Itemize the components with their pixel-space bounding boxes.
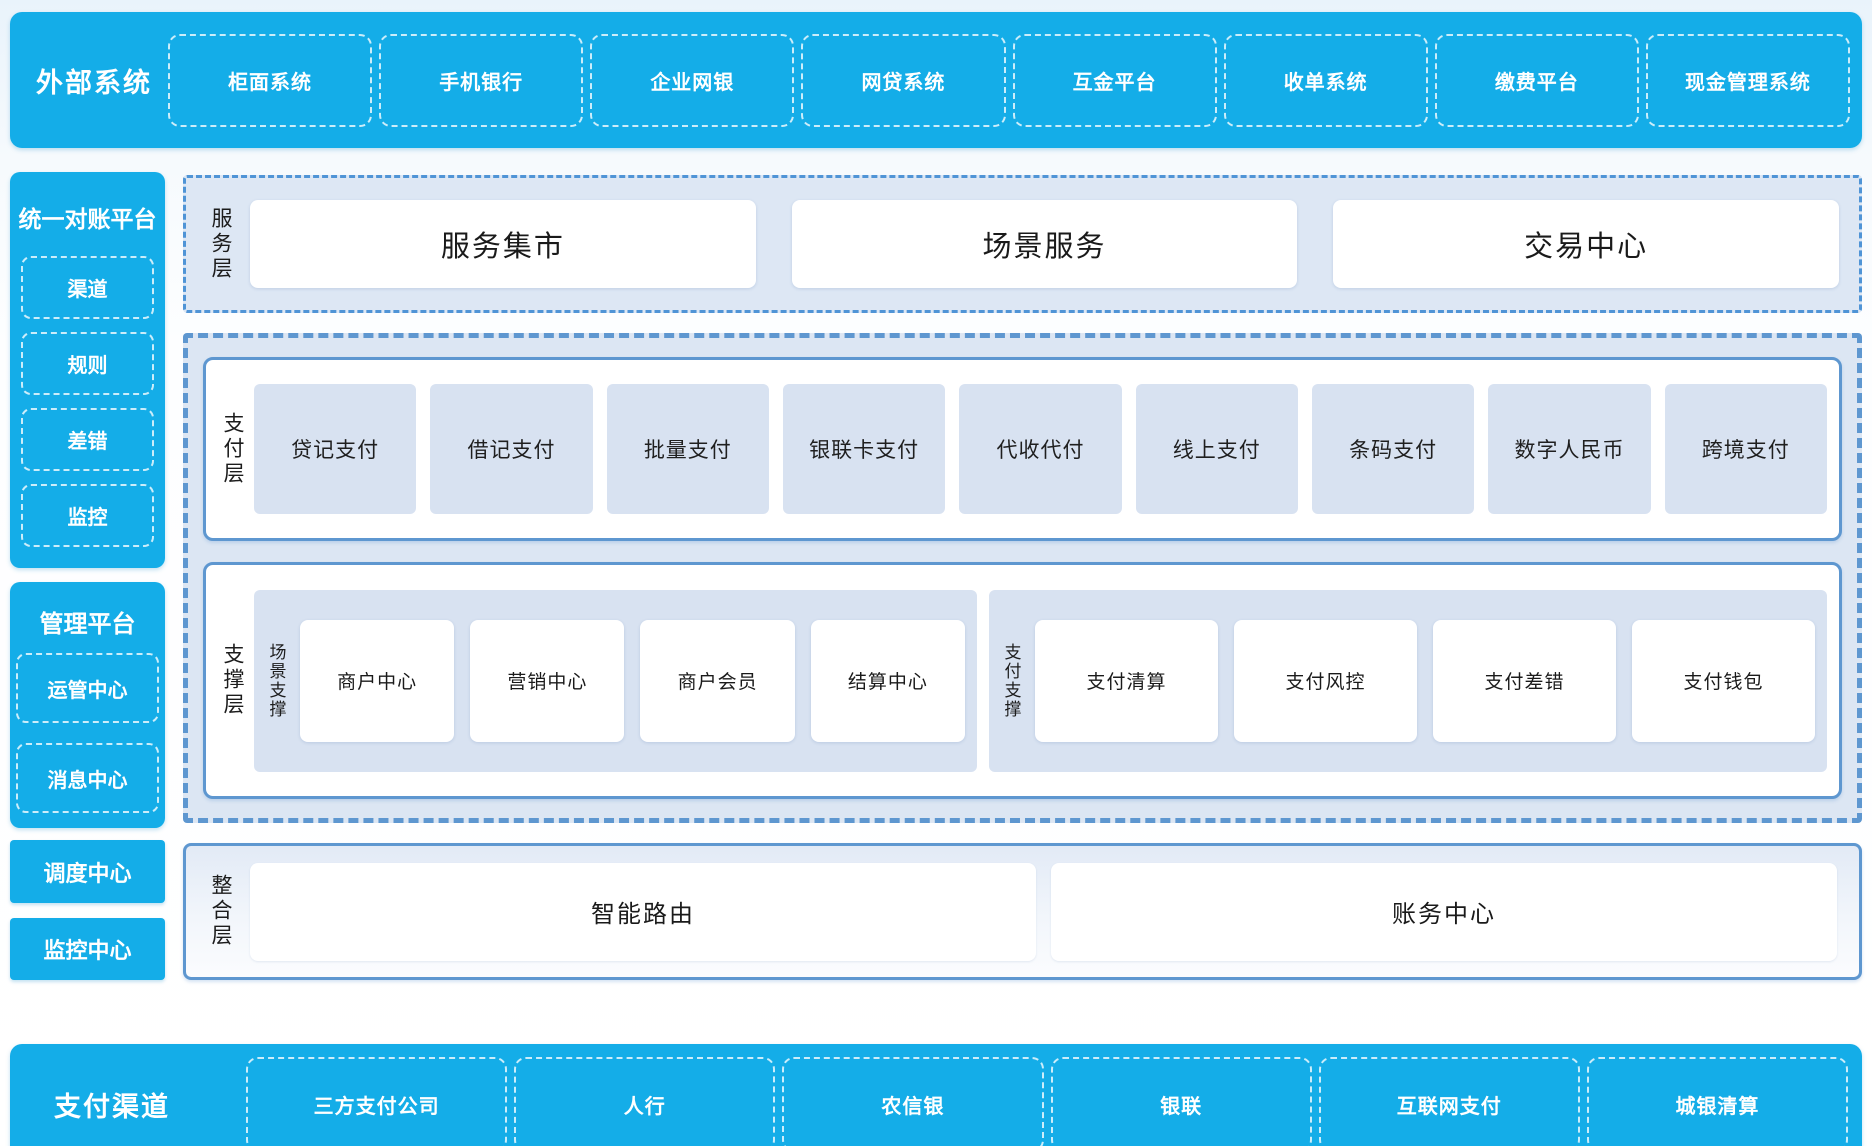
payment-cell: 数字人民币 xyxy=(1488,384,1651,515)
reconciliation-items: 渠道 规则 差错 监控 xyxy=(10,256,165,547)
integration-layer-label: 整合层 xyxy=(209,874,232,949)
external-system-item: 企业网银 xyxy=(590,33,795,127)
payment-channel-item: 城银清算 xyxy=(1586,1057,1849,1146)
payment-layer: 支付层 贷记支付 借记支付 批量支付 银联卡支付 代收代付 线上支付 条码支付 … xyxy=(203,357,1842,542)
reconciliation-item: 差错 xyxy=(21,408,154,471)
payment-channel-item: 人行 xyxy=(514,1057,776,1146)
payment-cell: 跨境支付 xyxy=(1664,384,1827,515)
service-cell: 场景服务 xyxy=(791,200,1298,288)
support-cell: 结算中心 xyxy=(810,619,965,742)
payment-cell: 线上支付 xyxy=(1135,384,1298,515)
management-platform-panel: 管理平台 运管中心 消息中心 xyxy=(10,582,165,828)
management-item: 消息中心 xyxy=(16,743,159,813)
scene-support-label: 场景支撑 xyxy=(266,642,286,719)
payment-channels-items: 三方支付公司 人行 农信银 银联 互联网支付 城银清算 xyxy=(246,1057,1849,1146)
diagram-body: 统一对账平台 渠道 规则 差错 监控 管理平台 运管中心 消息中心 调度中心 监… xyxy=(10,148,1862,1012)
service-layer-cells: 服务集市 场景服务 交易中心 xyxy=(250,200,1840,288)
external-systems-title: 外部系统 xyxy=(36,67,152,98)
support-layer-label: 支撑层 xyxy=(221,643,244,719)
external-system-item: 网贷系统 xyxy=(801,33,1006,127)
support-cell: 商户中心 xyxy=(300,619,455,742)
payment-layer-cells: 贷记支付 借记支付 批量支付 银联卡支付 代收代付 线上支付 条码支付 数字人民… xyxy=(254,384,1827,515)
scene-support-group: 场景支撑 商户中心 营销中心 商户会员 结算中心 xyxy=(254,589,977,772)
service-layer-label: 服务层 xyxy=(209,206,232,282)
payment-cell: 借记支付 xyxy=(430,384,593,515)
support-cell: 商户会员 xyxy=(640,619,795,742)
integration-cell: 智能路由 xyxy=(250,862,1036,961)
reconciliation-item: 渠道 xyxy=(21,256,154,319)
service-cell: 服务集市 xyxy=(250,200,756,288)
payment-channels-title: 支付渠道 xyxy=(54,1092,170,1122)
payment-support-label: 支付支撑 xyxy=(1001,642,1021,719)
layers-column: 服务层 服务集市 场景服务 交易中心 支付层 贷记支付 借记支付 批量支付 银联… xyxy=(183,148,1862,1012)
payment-layer-label: 支付层 xyxy=(221,411,244,487)
external-system-item: 手机银行 xyxy=(379,33,584,127)
external-systems-banner: 外部系统 柜面系统 手机银行 企业网银 网贷系统 互金平台 收单系统 缴费平台 … xyxy=(10,12,1862,148)
reconciliation-item: 规则 xyxy=(21,332,154,395)
support-cell: 支付清算 xyxy=(1034,619,1218,742)
external-system-item: 互金平台 xyxy=(1012,33,1217,127)
payment-support-container: 支付层 贷记支付 借记支付 批量支付 银联卡支付 代收代付 线上支付 条码支付 … xyxy=(183,333,1862,823)
external-system-item: 缴费平台 xyxy=(1434,33,1639,127)
payment-cell: 代收代付 xyxy=(959,384,1122,515)
scene-support-cells: 商户中心 营销中心 商户会员 结算中心 xyxy=(300,619,965,742)
dispatch-center-block: 调度中心 xyxy=(10,840,165,903)
payment-cell: 贷记支付 xyxy=(254,384,417,515)
support-layer-groups: 场景支撑 商户中心 营销中心 商户会员 结算中心 支付支撑 支付清算 xyxy=(254,589,1827,772)
support-cell: 支付钱包 xyxy=(1632,619,1816,742)
reconciliation-platform-title: 统一对账平台 xyxy=(18,206,157,232)
external-system-item: 收单系统 xyxy=(1223,33,1428,127)
management-item: 运管中心 xyxy=(16,653,159,723)
service-cell: 交易中心 xyxy=(1333,200,1840,288)
payment-support-group: 支付支撑 支付清算 支付风控 支付差错 支付钱包 xyxy=(988,589,1827,772)
reconciliation-item: 监控 xyxy=(21,484,154,547)
payment-support-cells: 支付清算 支付风控 支付差错 支付钱包 xyxy=(1034,619,1816,742)
external-system-item: 现金管理系统 xyxy=(1645,33,1850,127)
payment-cell: 条码支付 xyxy=(1311,384,1475,515)
payment-channel-item: 三方支付公司 xyxy=(246,1057,508,1146)
external-systems-items: 柜面系统 手机银行 企业网银 网贷系统 互金平台 收单系统 缴费平台 现金管理系… xyxy=(168,33,1850,127)
payment-cell: 批量支付 xyxy=(606,384,769,515)
payment-channel-item: 银联 xyxy=(1050,1057,1312,1146)
reconciliation-platform-panel: 统一对账平台 渠道 规则 差错 监控 xyxy=(10,172,165,568)
payment-channel-item: 互联网支付 xyxy=(1318,1057,1580,1146)
support-cell: 营销中心 xyxy=(470,619,625,742)
payment-channels-banner: 支付渠道 三方支付公司 人行 农信银 银联 互联网支付 城银清算 xyxy=(10,1044,1862,1146)
service-layer: 服务层 服务集市 场景服务 交易中心 xyxy=(183,175,1862,313)
support-cell: 支付差错 xyxy=(1432,619,1616,742)
payment-channel-item: 农信银 xyxy=(782,1057,1044,1146)
monitor-center-block: 监控中心 xyxy=(10,918,165,980)
support-layer: 支撑层 场景支撑 商户中心 营销中心 商户会员 结算中心 xyxy=(203,562,1842,799)
external-system-item: 柜面系统 xyxy=(168,33,373,127)
integration-layer-cells: 智能路由 账务中心 xyxy=(250,862,1837,961)
integration-layer: 整合层 智能路由 账务中心 xyxy=(183,843,1862,980)
management-items: 运管中心 消息中心 xyxy=(10,653,165,813)
support-cell: 支付风控 xyxy=(1233,619,1417,742)
integration-cell: 账务中心 xyxy=(1051,862,1837,961)
payment-cell: 银联卡支付 xyxy=(782,384,946,515)
sidebar: 统一对账平台 渠道 规则 差错 监控 管理平台 运管中心 消息中心 调度中心 监… xyxy=(10,148,165,1012)
management-platform-title: 管理平台 xyxy=(39,611,136,638)
